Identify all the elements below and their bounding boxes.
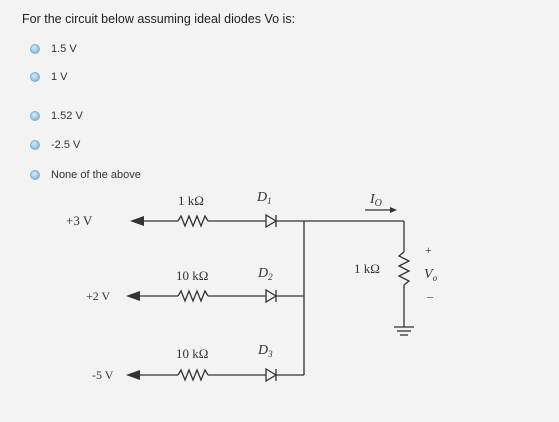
source-label-2v: +2 V bbox=[86, 289, 111, 303]
radio-button[interactable] bbox=[30, 72, 40, 82]
diode-label-d3: D3 bbox=[257, 343, 273, 359]
option-neg-2-5v[interactable]: -2.5 V bbox=[30, 139, 80, 151]
radio-button[interactable] bbox=[30, 111, 40, 121]
option-1-52v[interactable]: 1.52 V bbox=[30, 110, 83, 122]
radio-button[interactable] bbox=[30, 170, 40, 180]
question-text: For the circuit below assuming ideal dio… bbox=[22, 12, 296, 26]
source-label-neg5v: -5 V bbox=[92, 368, 114, 382]
load-resistor-label: 1 kΩ bbox=[354, 261, 380, 276]
arrow-icon bbox=[126, 291, 140, 301]
arrow-icon bbox=[130, 216, 144, 226]
option-label: 1.52 V bbox=[51, 110, 83, 122]
diode-label-d1: D1 bbox=[256, 190, 272, 206]
circuit-wires bbox=[140, 209, 414, 383]
option-none-of-the-above[interactable]: None of the above bbox=[30, 169, 141, 181]
radio-button[interactable] bbox=[30, 44, 40, 54]
source-arrows bbox=[126, 207, 397, 380]
current-label-io: IO bbox=[369, 192, 382, 209]
option-1v[interactable]: 1 V bbox=[30, 71, 68, 83]
arrow-icon bbox=[126, 370, 140, 380]
option-label: -2.5 V bbox=[51, 139, 81, 151]
arrow-icon bbox=[390, 207, 397, 213]
source-label-3v: +3 V bbox=[66, 213, 93, 228]
output-minus-sign: – bbox=[426, 289, 434, 303]
resistor-label-r1: 1 kΩ bbox=[178, 193, 204, 208]
option-label: 1.5 V bbox=[51, 43, 77, 55]
option-label: None of the above bbox=[51, 169, 141, 181]
resistor-label-r3: 10 kΩ bbox=[176, 346, 208, 361]
diode-label-d2: D2 bbox=[257, 266, 273, 282]
radio-button[interactable] bbox=[30, 140, 40, 150]
resistor-label-r2: 10 kΩ bbox=[176, 268, 208, 283]
option-1-5v[interactable]: 1.5 V bbox=[30, 43, 77, 55]
option-label: 1 V bbox=[51, 71, 68, 83]
output-plus-sign: + bbox=[425, 243, 432, 257]
output-voltage-label: Vo bbox=[424, 267, 438, 283]
